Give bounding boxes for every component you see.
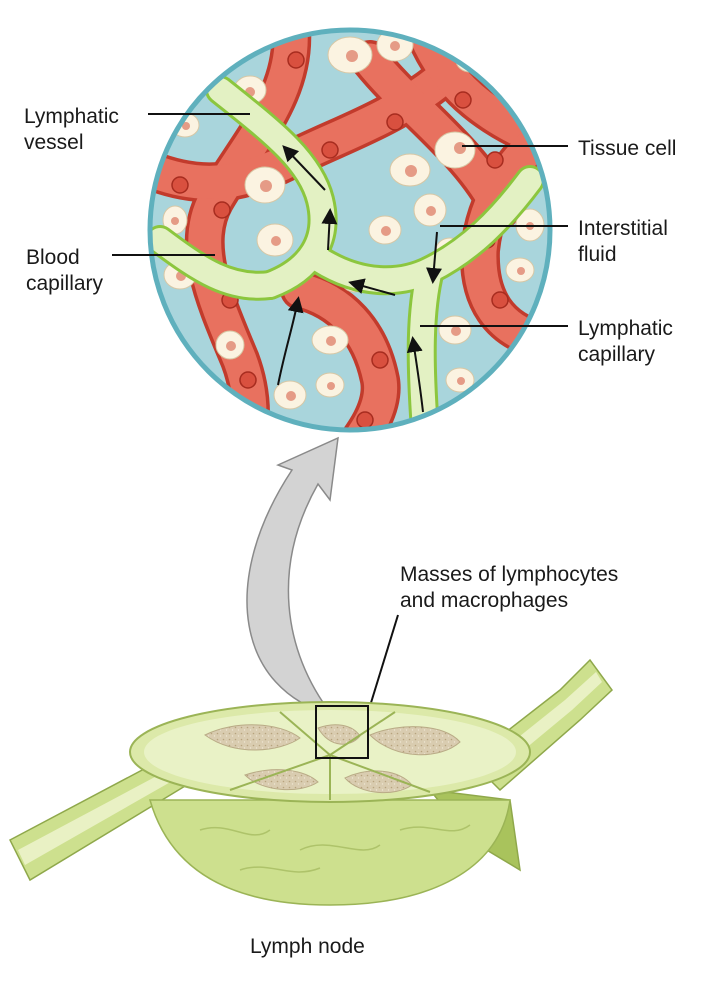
leader-lines <box>112 113 568 707</box>
label-lymph-node: Lymph node <box>250 935 365 958</box>
label-lymphocyte-masses: Masses of lymphocytes and macrophages <box>400 563 619 612</box>
magnifier-rim <box>147 27 553 433</box>
label-blood-capillary: Blood capillary <box>26 246 104 295</box>
label-interstitial-fluid: Interstitial fluid <box>578 217 668 266</box>
label-lymphatic-capillary: Lymphatic capillary <box>578 317 673 366</box>
lymph-flow-arrows <box>277 145 442 413</box>
label-tissue-cell: Tissue cell <box>578 137 677 160</box>
magnification-box <box>315 705 369 759</box>
lymph-node-lobes <box>149 799 511 906</box>
lymphocyte-masses <box>204 724 461 794</box>
label-lymphatic-vessel: Lymphatic vessel <box>24 105 119 154</box>
magnification-arrow <box>246 436 339 717</box>
magnified-tissue-view <box>147 27 553 433</box>
lymph-node <box>9 658 613 906</box>
